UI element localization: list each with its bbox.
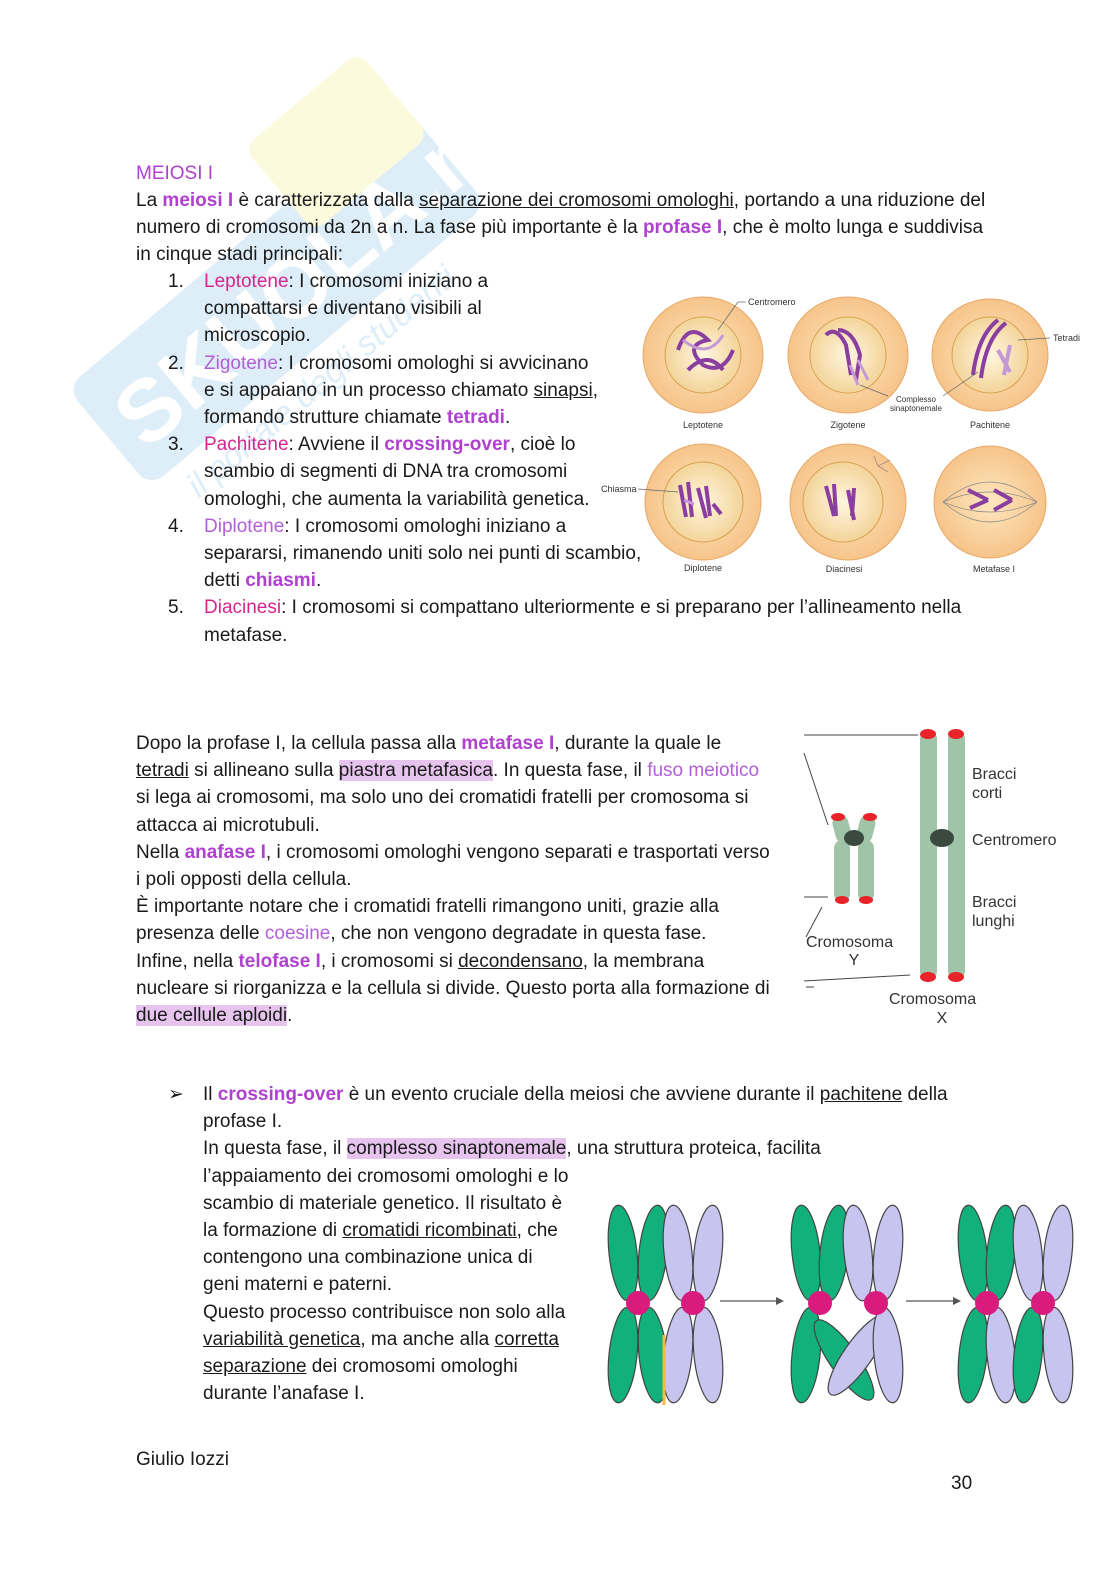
cell-leptotene bbox=[642, 296, 764, 414]
label-zigotene: Zigotene bbox=[830, 420, 865, 430]
label-bracci-corti-1: Bracci bbox=[972, 766, 1016, 783]
label-diplotene: Diplotene bbox=[684, 563, 722, 573]
label-cromosoma-y-1: Cromosoma bbox=[806, 934, 893, 951]
label-tetradi: Tetradi bbox=[1053, 333, 1080, 343]
intro-paragraph: La meiosi I è caratterizzata dalla separ… bbox=[136, 190, 986, 266]
section-title: MEIOSI I bbox=[136, 163, 214, 184]
stages-list: 1.Leptotene: I cromosomi iniziano a comp… bbox=[136, 268, 1046, 649]
label-leptotene: Leptotene bbox=[683, 420, 723, 430]
label-centromero: Centromero bbox=[748, 297, 796, 307]
list-item: 4.Diplotene: I cromosomi omologhi inizia… bbox=[168, 515, 642, 592]
cell-pachitene bbox=[931, 298, 1049, 412]
stage-name: Diacinesi bbox=[204, 597, 282, 619]
author: Giulio Iozzi bbox=[136, 1449, 229, 1470]
term-separazione: separazione dei cromosomi omologhi bbox=[419, 190, 734, 211]
stage-name: Pachitene bbox=[204, 434, 289, 456]
cell-diacinesi bbox=[789, 443, 907, 561]
chromosome-x bbox=[920, 729, 965, 982]
label-bracci-lunghi-1: Bracci bbox=[972, 894, 1016, 911]
list-item: 5.Diacinesi: I cromosomi si compattano u… bbox=[168, 597, 962, 646]
cell-zigotene bbox=[787, 296, 909, 414]
stage-name: Leptotene bbox=[204, 271, 289, 292]
list-item: 2.Zigotene: I cromosomi omologhi si avvi… bbox=[168, 352, 598, 429]
chromosome-pair-after bbox=[953, 1203, 1078, 1405]
cell-diplotene bbox=[644, 443, 762, 561]
crossing-over-narrow-text: l’appaiamento dei cromosomi omologhi e l… bbox=[203, 1165, 569, 1405]
label-cromosoma-y-2: Y bbox=[849, 952, 860, 969]
page-number: 30 bbox=[951, 1473, 973, 1494]
chromosome-y bbox=[831, 813, 877, 904]
label-metafase: Metafase I bbox=[973, 564, 1015, 574]
list-item: 3.Pachitene: Avviene il crossing-over, c… bbox=[168, 434, 590, 510]
stage-name: Zigotene bbox=[204, 352, 278, 374]
chromosome-pair-before bbox=[603, 1203, 728, 1405]
label-cromosoma-x-1: Cromosoma bbox=[889, 991, 976, 1008]
chromosome-pair-during bbox=[786, 1203, 908, 1408]
term-profase: profase I bbox=[642, 217, 723, 239]
label-chiasma: Chiasma bbox=[601, 484, 637, 494]
arrow-icon bbox=[906, 1297, 961, 1305]
list-item: 1.Leptotene: I cromosomi iniziano a comp… bbox=[168, 271, 489, 347]
stage-name: Diplotene bbox=[204, 515, 285, 537]
metaphase-paragraph: Dopo la profase I, la cellula passa alla… bbox=[136, 733, 770, 1027]
figure-xy-chromosomes: Bracci corti Centromero Bracci lunghi Cr… bbox=[803, 729, 1057, 1027]
term-meiosi: meiosi I bbox=[162, 190, 234, 211]
label-bracci-corti-2: corti bbox=[972, 785, 1002, 802]
bullet-arrow-icon: ➢ bbox=[168, 1084, 184, 1105]
label-centromero-xy: Centromero bbox=[972, 832, 1057, 849]
arrow-icon bbox=[720, 1297, 784, 1305]
label-cromosoma-x-2: X bbox=[937, 1010, 948, 1027]
figure-prophase-stages: Leptotene Zigotene Pachitene Centromero … bbox=[601, 296, 1080, 574]
label-diacinesi: Diacinesi bbox=[826, 564, 863, 574]
crossing-over-block: ➢ Il crossing-over è un evento cruciale … bbox=[168, 1081, 1003, 1407]
label-complesso-2: sinaptonemale bbox=[890, 404, 943, 413]
label-complesso-1: Complesso bbox=[896, 395, 937, 404]
cell-metafase bbox=[933, 445, 1047, 559]
label-bracci-lunghi-2: lunghi bbox=[972, 913, 1015, 930]
figure-crossing-over bbox=[603, 1203, 1078, 1408]
label-pachitene: Pachitene bbox=[970, 420, 1010, 430]
